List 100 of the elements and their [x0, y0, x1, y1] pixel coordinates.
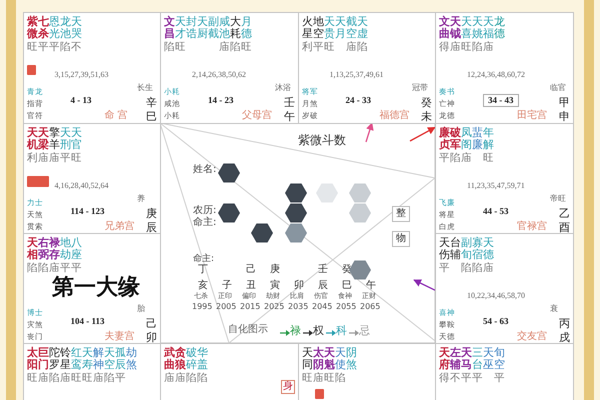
palace-name: 父母宫 [242, 111, 272, 121]
year-label: 2065 [360, 303, 380, 311]
earthly-branch: 午 [366, 281, 376, 291]
star-name: 月德 [241, 16, 252, 40]
arrow [413, 279, 436, 291]
star-brightness: 平陷庙 旺 [439, 153, 494, 164]
palace-cell [435, 233, 574, 344]
year-label: 2035 [288, 303, 308, 311]
star-name: 铃星 [60, 347, 71, 372]
life-stage: 帝旺 [550, 195, 566, 203]
star-name: 孤辰 [115, 347, 126, 372]
connector-line [160, 122, 230, 344]
star-name: 地空 [313, 16, 324, 40]
palace-cell [435, 343, 574, 400]
year-label: 2025 [264, 303, 284, 311]
heavenly-stem: 庚 [270, 265, 280, 275]
star-name: 禄存 [49, 237, 60, 262]
star-name: 天使 [335, 347, 346, 372]
star-name: 天厨 [197, 16, 208, 40]
year-label: 2045 [312, 303, 332, 311]
field-label: 命主: [193, 255, 214, 264]
star-brightness: 得庙旺陷庙 [439, 42, 494, 52]
star-name: 太阴 [313, 347, 324, 372]
earthly-branch: 卯 [294, 281, 304, 291]
palace-cell [160, 343, 299, 400]
palace-name: 夫妻宫 [104, 332, 134, 342]
star-name: 七杀 [38, 16, 49, 40]
earthly-branch: 午 [284, 111, 295, 122]
star-name: 天福 [483, 16, 494, 40]
heavenly-stem: 乙 [559, 208, 570, 219]
star-name: 三台 [472, 347, 483, 372]
field-label: 姓名: [193, 165, 216, 175]
star-name: 龙池 [60, 16, 71, 40]
age-list: 12,24,36,48,60,72 [467, 71, 525, 79]
star-name: 劫煞 [126, 347, 137, 372]
earthly-branch: 巳 [146, 111, 157, 122]
earthly-branch: 戌 [559, 332, 570, 343]
star-name: 左辅 [450, 347, 461, 372]
star-name: 副截 [208, 16, 219, 40]
year-label: 1995 [192, 303, 212, 311]
earthly-branch: 巳 [342, 281, 352, 291]
heavenly-stem: 癸 [342, 265, 352, 275]
star-name: 天魁 [324, 347, 335, 372]
star-name: 旬空 [494, 347, 505, 372]
field-label: 命主: [193, 218, 216, 228]
field-label: 农历: [193, 206, 216, 216]
star-name: 凤阁 [461, 127, 472, 152]
life-stage: 胎 [137, 305, 145, 313]
star-name: 恩光 [49, 16, 60, 40]
decade-range: 24 - 33 [346, 96, 371, 105]
age-list: 4,16,28,40,52,64 [54, 182, 108, 190]
age-list: 2,14,26,38,50,62 [192, 71, 246, 79]
star-name: 天空 [104, 347, 115, 372]
star-name: 咸池 [219, 16, 230, 40]
star-name: 天虚 [357, 16, 368, 40]
overlay-title: 第一大缘 [52, 277, 140, 299]
legend-title: 自化图示 [228, 325, 268, 335]
star-name: 龙德 [494, 16, 505, 40]
star-brightness: 旺平平陷不 [27, 42, 82, 52]
star-name: 天伤 [439, 237, 450, 262]
star-name: 武曲 [164, 347, 175, 372]
star-brightness: 陷陷庙平平 [27, 263, 82, 274]
star-name: 台辅 [450, 237, 461, 262]
star-name: 天同 [302, 347, 313, 372]
star-name: 破军 [450, 127, 461, 152]
heavenly-stem: 壬 [318, 265, 328, 275]
legend-label: 禄 [290, 325, 301, 336]
palace-name: 田宅宫 [517, 111, 547, 121]
star-name: 紫微 [27, 16, 38, 40]
star-name: 廉贞 [439, 127, 450, 152]
star-name: 天寿 [82, 347, 93, 372]
palace-name: 官禄宫 [517, 222, 547, 232]
year-label: 2015 [240, 303, 260, 311]
year-label: 2055 [336, 303, 356, 311]
star-name: 天机 [27, 127, 38, 152]
heavenly-stem: 己 [246, 265, 256, 275]
decade-range: 104 - 113 [70, 317, 105, 326]
palace-cell [23, 12, 161, 124]
age-list: 3,15,27,39,51,63 [54, 71, 108, 79]
decade-range: 14 - 23 [208, 96, 234, 105]
age-list: 10,22,34,46,58,70 [467, 292, 525, 300]
star-brightness: 利庙庙平旺 [27, 153, 82, 164]
palace-name: 兄弟宫 [104, 222, 134, 232]
heavenly-stem: 丁 [198, 265, 208, 275]
star-name: 阴煞 [346, 347, 357, 372]
decade-range: 54 - 63 [483, 317, 508, 326]
earthly-branch: 申 [559, 111, 570, 122]
star-name: 擎羊 [49, 127, 60, 152]
body-mark: 身 [281, 380, 295, 394]
star-name: 天钺 [450, 16, 461, 40]
star-name: 天马 [461, 347, 472, 372]
palace-cell [23, 123, 161, 234]
earthly-branch: 寅 [270, 281, 280, 291]
earthly-branch: 辰 [318, 281, 328, 291]
star-name: 陀罗 [49, 347, 60, 372]
star-brightness: 平 陷陷庙 [439, 263, 494, 274]
palace-cell [160, 12, 299, 124]
star-name: 右弼 [38, 237, 49, 262]
star-name: 天相 [27, 237, 38, 262]
star-name: 天才 [175, 16, 186, 40]
